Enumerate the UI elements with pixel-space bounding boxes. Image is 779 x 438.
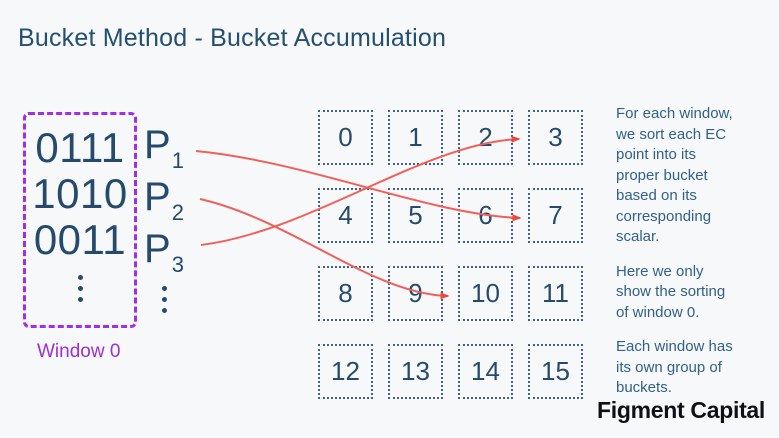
bucket-15: 15: [528, 344, 583, 399]
point-subscript: 3: [171, 252, 184, 277]
bucket-12: 12: [318, 344, 373, 399]
scalar-value: 0111: [35, 124, 125, 171]
bucket-6: 6: [458, 188, 513, 243]
ec-point-label: P2: [144, 175, 184, 225]
point-subscript: 1: [171, 148, 184, 173]
bucket-7: 7: [528, 188, 583, 243]
page-title: Bucket Method - Bucket Accumulation: [18, 24, 447, 52]
bucket-0: 0: [318, 110, 373, 165]
ec-point-label: P1: [144, 123, 184, 173]
scalar-value: 1010: [32, 170, 128, 217]
bucket-5: 5: [388, 188, 443, 243]
window-0-caption: Window 0: [37, 341, 121, 362]
figment-capital-logo: Figment Capital: [597, 397, 766, 423]
bucket-14: 14: [458, 344, 513, 399]
bucket-11: 11: [528, 266, 583, 321]
scalar-value: 0011: [33, 216, 127, 263]
window-0-scalar-box: 0111 1010 0011: [23, 112, 137, 328]
notes-column: For each window, we sort each EC point i…: [616, 104, 766, 413]
bucket-13: 13: [388, 344, 443, 399]
vertical-ellipsis-icon: [77, 275, 83, 302]
bucket-10: 10: [458, 266, 513, 321]
bucket-grid: 0 1 2 3 4 5 6 7 8 9 10 11 12 13 14 15: [318, 110, 583, 399]
bucket-4: 4: [318, 188, 373, 243]
vertical-ellipsis-icon: [162, 286, 167, 313]
ec-points-column: P1 P2 P3: [144, 122, 204, 313]
bucket-3: 3: [528, 110, 583, 165]
note-paragraph-2: Here we only show the sorting of window …: [616, 262, 726, 321]
point-subscript: 2: [171, 200, 184, 225]
ec-point-label: P3: [144, 227, 184, 277]
bucket-1: 1: [388, 110, 443, 165]
note-paragraph-3: Each window has its own group of buckets…: [616, 338, 733, 396]
bucket-9: 9: [388, 266, 443, 321]
bucket-2: 2: [458, 110, 513, 165]
note-paragraph-1: For each window, we sort each EC point i…: [616, 105, 733, 245]
bucket-8: 8: [318, 266, 373, 321]
